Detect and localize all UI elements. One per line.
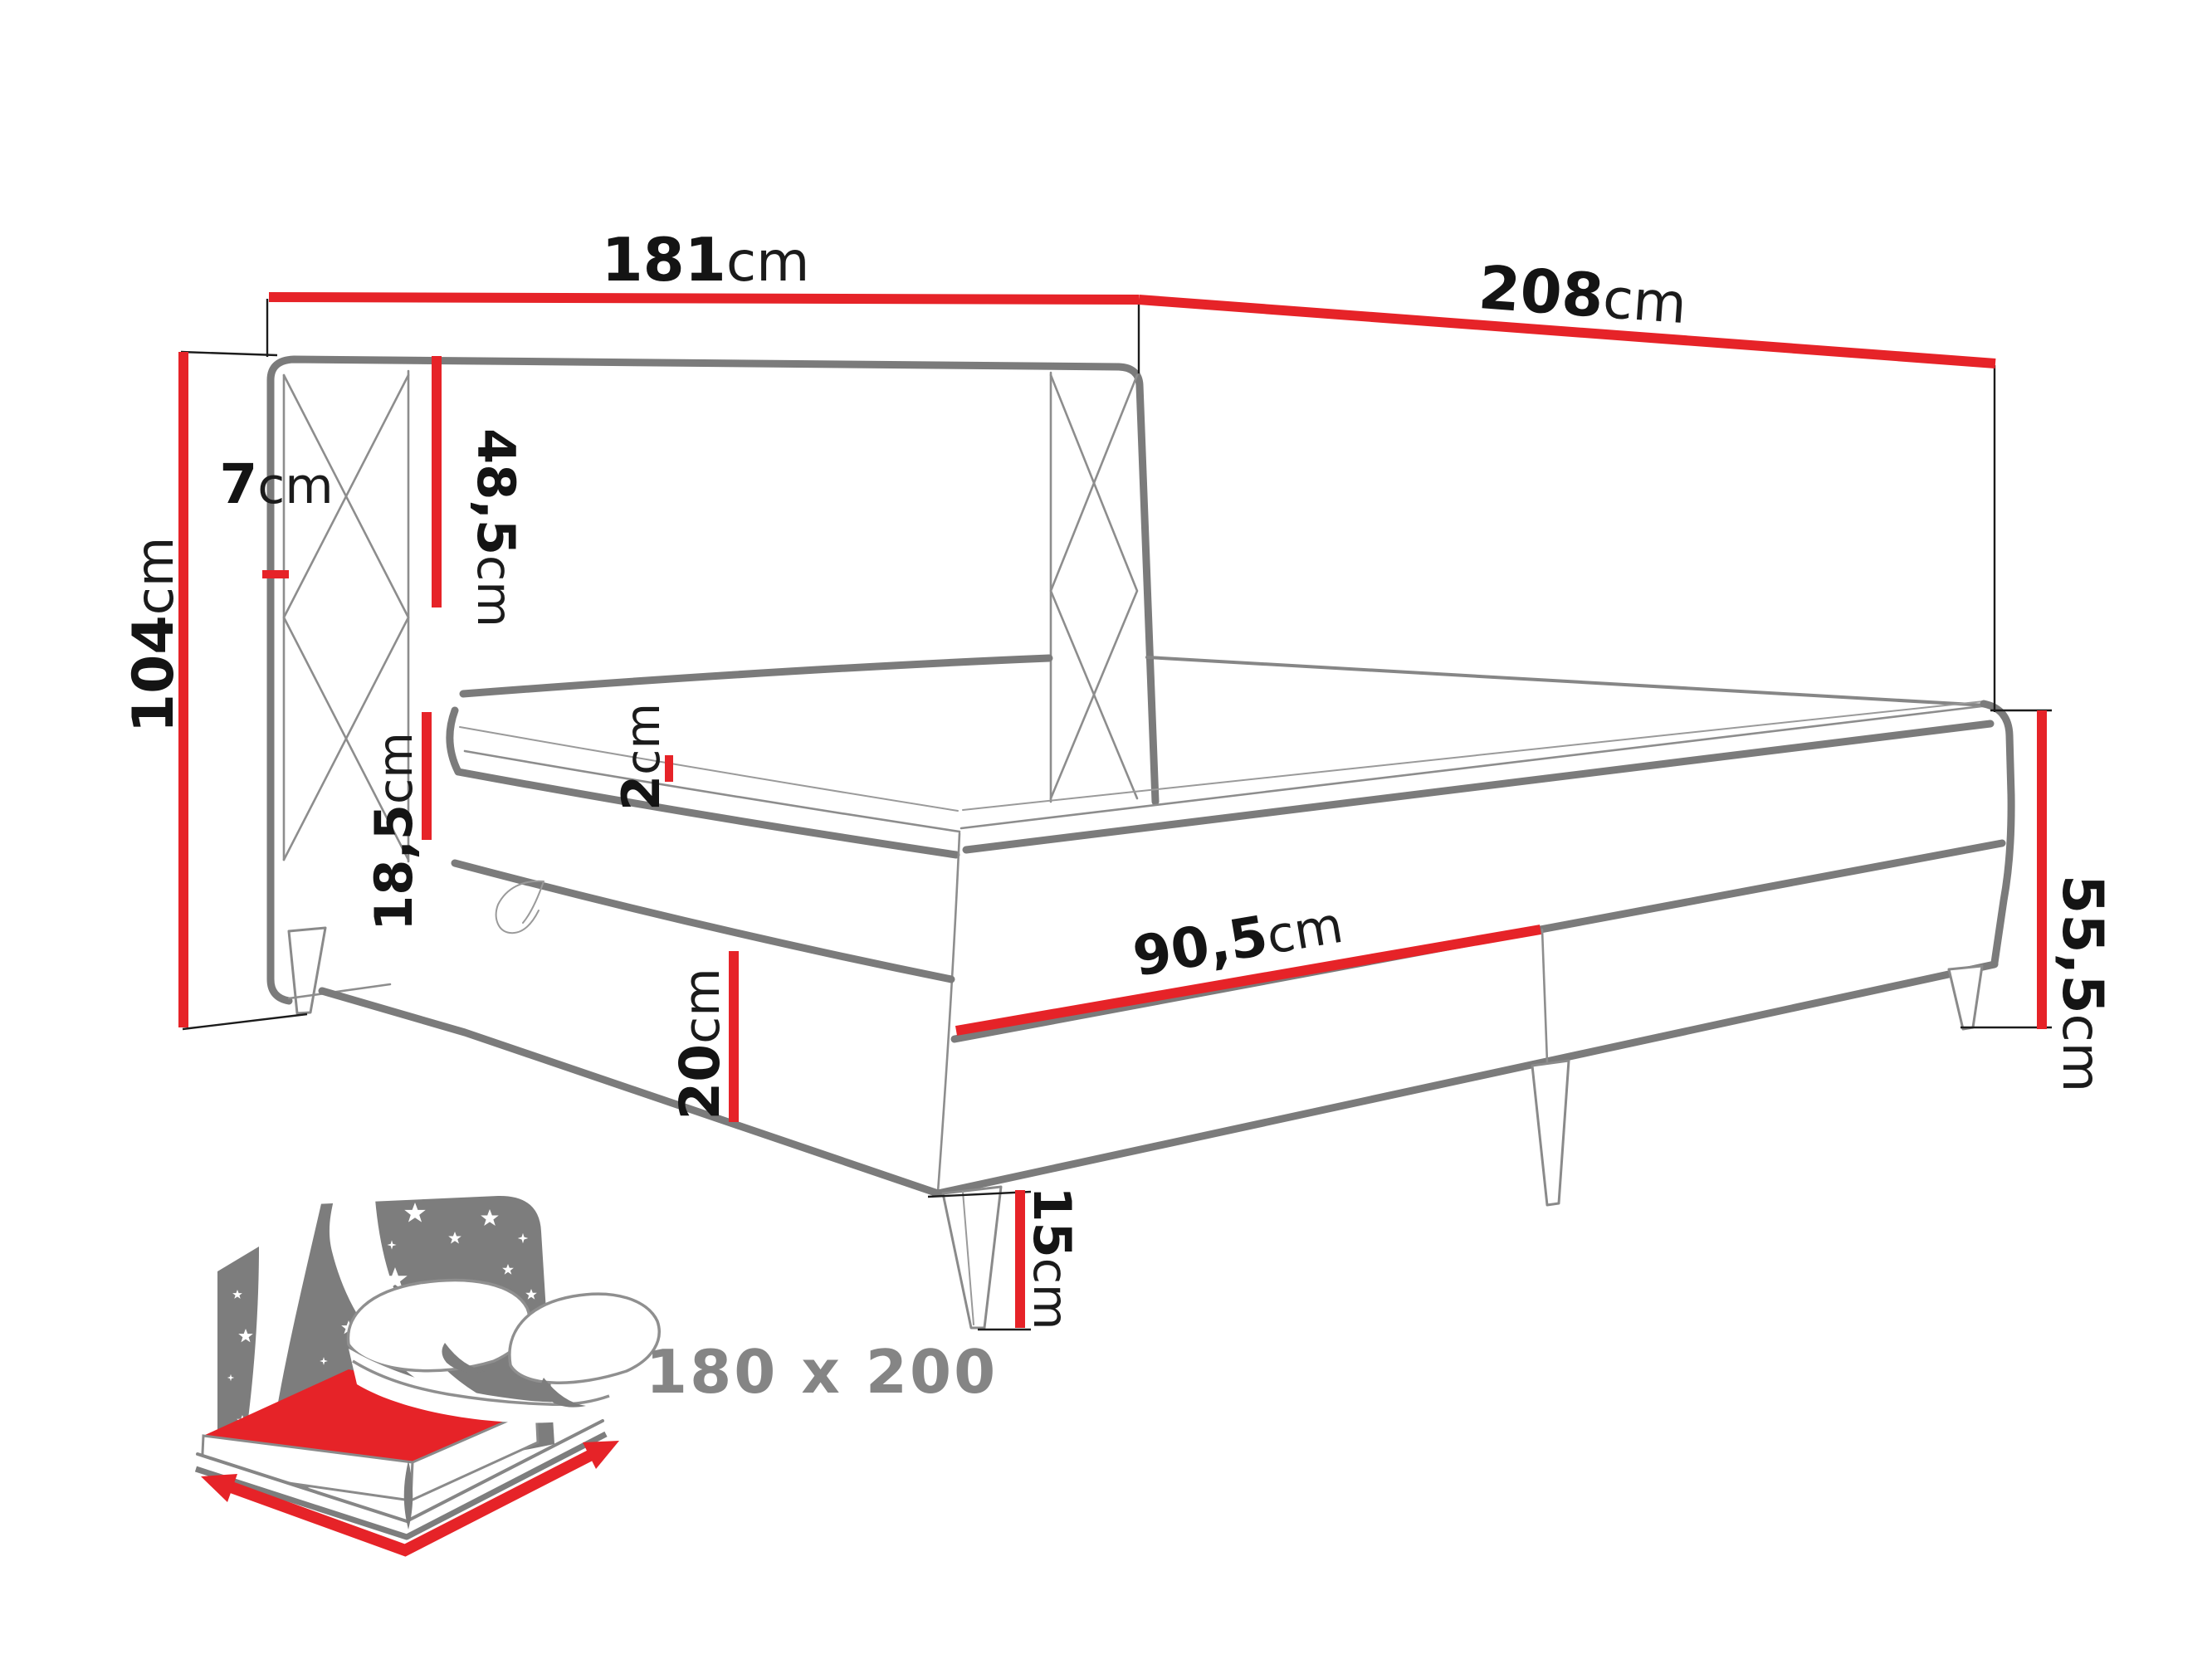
bed-legs [941,964,1984,1330]
dimension-headboard-width: 181cm [268,225,1140,305]
dimension-label-55-5: 55,5cm [2049,875,2115,1092]
dimension-label-7: 7cm [219,452,333,516]
icon-pillows [346,1278,661,1423]
dimension-bed-length: 208cm [1138,252,1996,368]
dimension-label-48-5: 48,5cm [466,428,526,627]
bed-drawing [266,355,2015,1330]
storage-handle [495,880,544,934]
icon-pillow-creases [442,1343,586,1408]
dimension-side-height: 55,5cm [2037,710,2115,1092]
dimension-label-208: 208cm [1477,252,1689,337]
headboard-leg [287,926,327,1015]
dimension-label-20: 20cm [668,968,732,1120]
dimension-headboard-above-mattress: 48,5cm [432,356,526,627]
icon-swoosh-main [329,1199,481,1406]
icon-panel-wedge [217,1247,259,1469]
front-corner-leg [941,1185,1003,1330]
dimension-label-15: 15cm [1022,1186,1082,1330]
dimension-base-height: 20cm [668,951,739,1122]
icon-size-arrows [201,1441,619,1557]
dimension-drawer-width: 90,5cm [955,896,1542,1036]
dimension-topper-height: 2cm [611,703,673,811]
headboard [266,355,1160,1005]
rear-right-leg [1947,964,1984,1031]
dimension-headboard-height: 104cm [121,352,188,1027]
icon-arrowhead-left [201,1474,237,1502]
dimension-label-18-5: 18,5cm [364,732,424,931]
icon-size-label: 180 x 200 [646,1337,998,1407]
mid-right-leg [1531,1059,1570,1207]
headboard-right-panel [1049,371,1139,803]
dimension-label-104: 104cm [121,537,187,733]
icon-arrowhead-right [583,1441,619,1469]
dimension-label-2: 2cm [611,703,671,811]
dimension-label-181: 181cm [602,225,810,295]
bed-size-icon: 180 x 200 [194,1195,998,1557]
dimension-line-90-5 [955,925,1542,1036]
dimension-headboard-thickness: 7cm [219,452,334,578]
extension-lines [180,299,2052,1331]
dimension-leg-height: 15cm [1015,1186,1082,1330]
dimension-line-208 [1138,295,1996,368]
dimension-line-181 [268,292,1140,305]
icon-base-edge [194,1431,608,1540]
headboard-left-panel [282,369,410,863]
dimension-mattress-height: 18,5cm [364,712,432,931]
icon-corner-crease [403,1461,413,1530]
